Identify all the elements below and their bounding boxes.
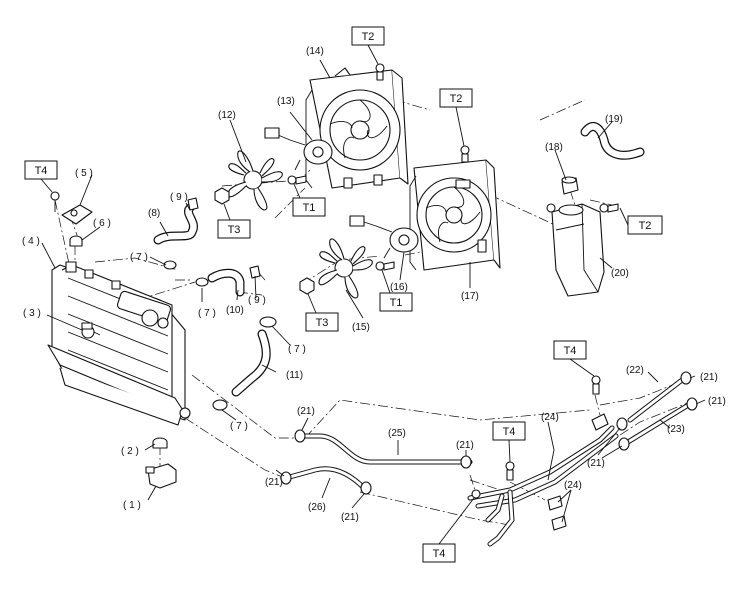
callout-24-b: (24) — [564, 480, 582, 491]
callout-21-b: (21) — [456, 440, 474, 451]
main-fan-shroud — [305, 67, 409, 189]
atf-hose-upper — [297, 433, 473, 465]
radiator-lower-bracket — [145, 463, 177, 489]
pipe-brackets — [547, 413, 609, 531]
svg-text:T4: T4 — [564, 345, 577, 357]
torque-leader-lines — [40, 44, 629, 545]
callout-21-g: (21) — [587, 458, 605, 469]
callout-25: (25) — [388, 428, 406, 439]
main-fan-blade — [227, 150, 283, 211]
torque-label-t2-c: T2 — [627, 215, 663, 235]
radiator-cushion-upper — [69, 235, 83, 247]
main-fan-motor — [264, 127, 333, 171]
callout-2: ( 2 ) — [121, 446, 139, 457]
torque-label-t2-b: T2 — [439, 88, 473, 108]
fan-fasteners — [214, 63, 470, 295]
callout-13: (13) — [277, 96, 295, 107]
atf-hose-22 — [627, 377, 685, 423]
torque-label-t4-d: T4 — [422, 543, 456, 563]
svg-text:T4: T4 — [433, 548, 446, 560]
radiator-outlet-hose — [231, 329, 271, 397]
torque-label-t3-a: T3 — [217, 219, 251, 239]
svg-text:T4: T4 — [503, 426, 516, 438]
hose-plug — [187, 197, 261, 279]
callout-labels: ( 1 ) ( 2 ) ( 3 ) ( 4 ) ( 5 ) ( 6 ) ( 7 … — [22, 46, 726, 523]
svg-text:T2: T2 — [362, 31, 375, 43]
atf-hose-lower — [283, 466, 367, 491]
callout-21-a: (21) — [297, 406, 315, 417]
svg-text:T2: T2 — [450, 93, 463, 105]
radiator-sensor — [81, 322, 101, 339]
torque-label-t4-a: T4 — [24, 160, 58, 180]
callout-15: (15) — [352, 322, 370, 333]
callout-4: ( 4 ) — [22, 236, 40, 247]
callout-16: (16) — [390, 282, 408, 293]
callout-18: (18) — [545, 142, 563, 153]
callout-26: (26) — [308, 502, 326, 513]
callout-7-a: ( 7 ) — [130, 252, 148, 263]
callout-21-e: (21) — [700, 372, 718, 383]
svg-text:T2: T2 — [639, 220, 652, 232]
callout-1: ( 1 ) — [123, 500, 141, 511]
torque-label-t2-a: T2 — [351, 26, 385, 46]
sub-fan-motor — [349, 215, 419, 259]
callout-22: (22) — [626, 365, 644, 376]
heater-hose — [207, 268, 245, 297]
callout-9-a: ( 9 ) — [170, 192, 188, 203]
callout-8: (8) — [148, 208, 160, 219]
torque-label-t3-b: T3 — [305, 312, 339, 332]
callout-21-c: (21) — [265, 477, 283, 488]
radiator — [47, 261, 191, 426]
callout-21-f: (21) — [708, 396, 726, 407]
pipe-bolts — [471, 375, 601, 499]
callout-11: (11) — [286, 370, 303, 381]
torque-label-t4-b: T4 — [553, 340, 587, 360]
callout-20: (20) — [611, 268, 629, 279]
svg-text:T3: T3 — [316, 317, 329, 329]
svg-text:T1: T1 — [303, 202, 316, 214]
callout-14: (14) — [306, 46, 324, 57]
reserve-tank-cap — [561, 176, 579, 195]
radiator-upper-bracket — [50, 191, 93, 225]
torque-label-t1-b: T1 — [379, 292, 413, 312]
reserve-tank — [551, 203, 605, 297]
callout-21-d: (21) — [341, 512, 359, 523]
sub-fan-blade — [318, 238, 373, 299]
radiator-cushion-lower — [152, 437, 168, 449]
torque-label-t4-c: T4 — [492, 421, 526, 441]
callout-24-a: (24) — [541, 412, 559, 423]
reserve-tank-bolt — [546, 203, 619, 213]
callout-9-b: ( 9 ) — [248, 295, 266, 306]
atf-hose-clamps — [280, 371, 698, 495]
callout-10: (10) — [226, 305, 244, 316]
svg-text:T1: T1 — [390, 297, 403, 309]
svg-text:T4: T4 — [35, 165, 48, 177]
atf-pipe-assembly — [467, 425, 619, 547]
radiator-inlet-hose — [153, 203, 198, 245]
callout-7-d: ( 7 ) — [230, 421, 248, 432]
callout-23: (23) — [667, 424, 685, 435]
svg-text:T3: T3 — [228, 224, 241, 236]
callout-12: (12) — [218, 110, 236, 121]
reserve-tank-hose — [580, 122, 645, 160]
callout-7-c: ( 7 ) — [288, 344, 306, 355]
hose-clamp — [163, 260, 277, 411]
sub-fan-shroud — [409, 159, 501, 271]
callout-7-b: ( 7 ) — [198, 308, 216, 319]
callout-19: (19) — [605, 114, 623, 125]
callout-5: ( 5 ) — [75, 168, 93, 179]
leader-lines — [41, 59, 706, 523]
torque-label-t1-a: T1 — [292, 197, 326, 217]
atf-hose-23 — [625, 401, 693, 445]
callout-3: ( 3 ) — [23, 308, 41, 319]
callout-6: ( 6 ) — [93, 218, 111, 229]
callout-17: (17) — [461, 291, 479, 302]
